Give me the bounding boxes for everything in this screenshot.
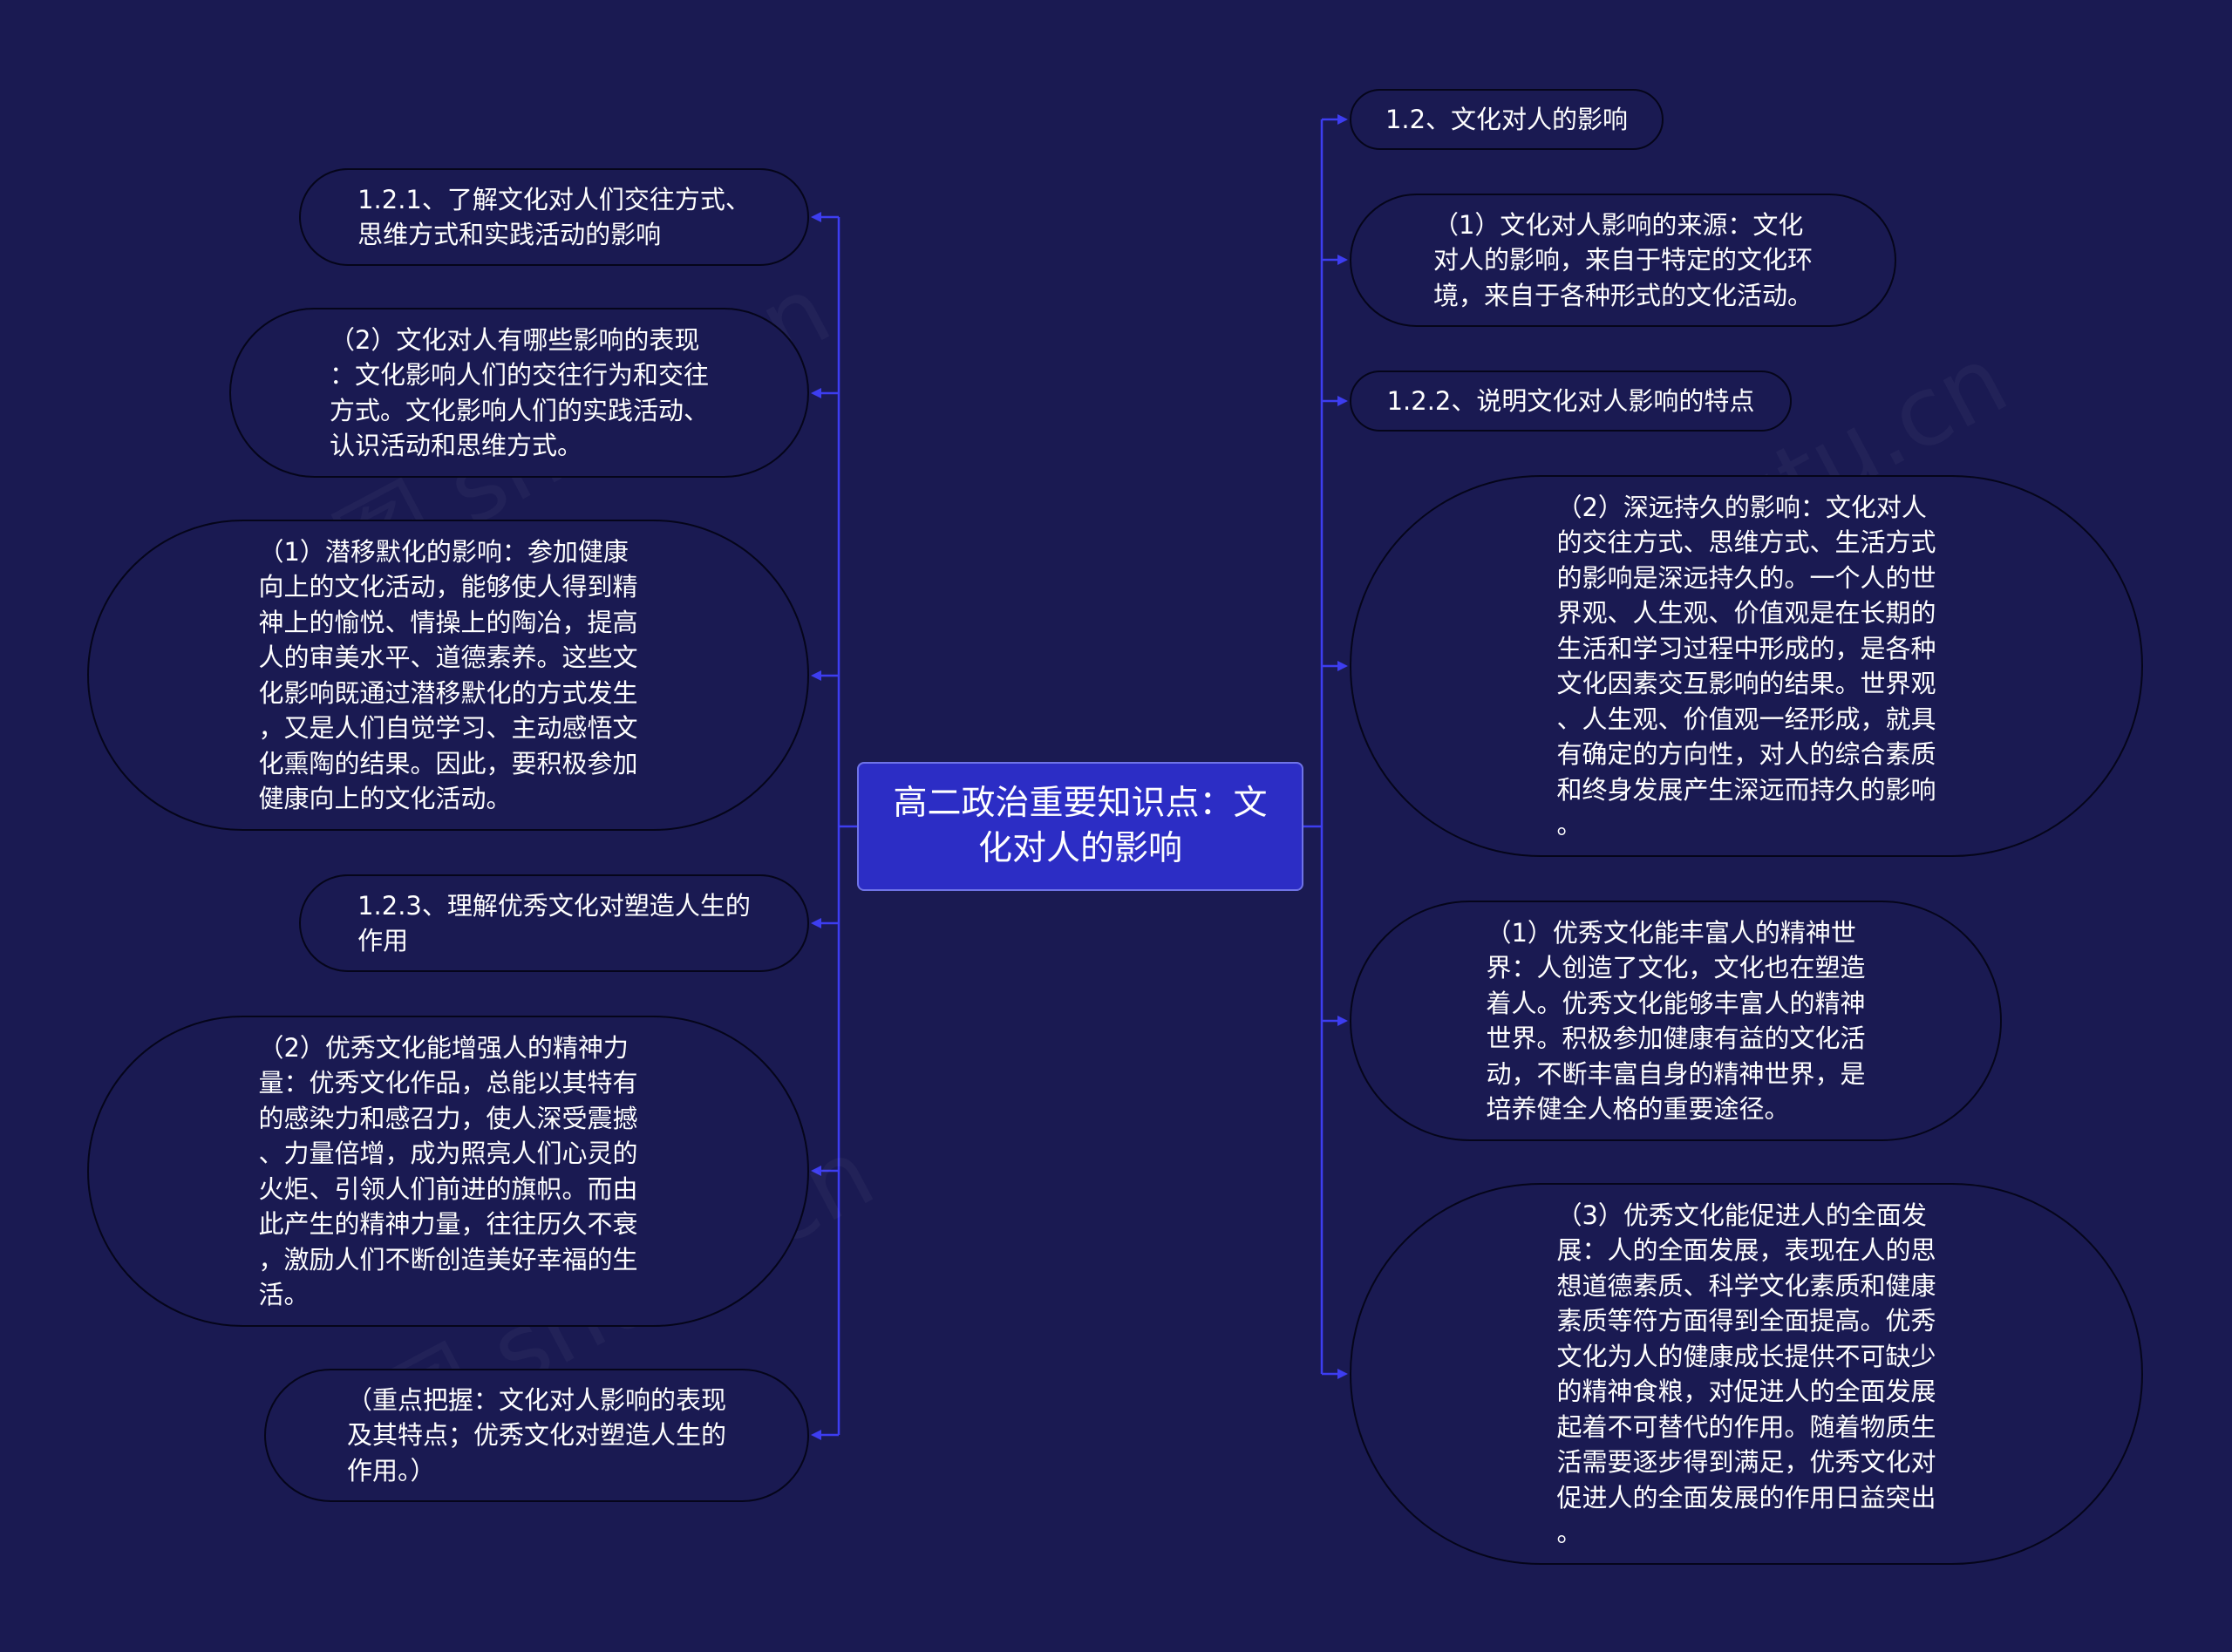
mind-node[interactable]: （1）文化对人影响的来源：文化 对人的影响，来自于特定的文化环 境，来自于各种形… (1350, 194, 1896, 327)
mind-node[interactable]: 1.2、文化对人的影响 (1350, 89, 1664, 150)
node-text: 1.2.2、说明文化对人影响的特点 (1386, 385, 1755, 416)
node-text: 1.2.1、了解文化对人们交往方式、 思维方式和实践活动的影响 (357, 184, 751, 250)
mind-node[interactable]: （2）优秀文化能增强人的精神力 量：优秀文化作品，总能以其特有 的感染力和感召力… (87, 1016, 809, 1327)
connector-arrow (811, 1166, 821, 1176)
node-text: （1）文化对人影响的来源：文化 对人的影响，来自于特定的文化环 境，来自于各种形… (1432, 209, 1813, 310)
connector-arrow (811, 670, 821, 681)
central-topic-label: 高二政治重要知识点：文 化对人的影响 (893, 784, 1268, 868)
connector-arrow (1337, 255, 1348, 265)
mind-node[interactable]: （3）优秀文化能促进人的全面发 展：人的全面发展，表现在人的思 想道德素质、科学… (1350, 1183, 2143, 1565)
mind-node[interactable]: 1.2.1、了解文化对人们交往方式、 思维方式和实践活动的影响 (299, 168, 809, 266)
node-text: （重点把握：文化对人影响的表现 及其特点；优秀文化对塑造人生的 作用。） (346, 1384, 726, 1485)
node-text: 1.2、文化对人的影响 (1385, 104, 1629, 134)
central-topic[interactable]: 高二政治重要知识点：文 化对人的影响 (857, 762, 1303, 891)
node-text: 1.2.3、理解优秀文化对塑造人生的 作用 (357, 890, 751, 956)
node-text: （3）优秀文化能促进人的全面发 展：人的全面发展，表现在人的思 想道德素质、科学… (1556, 1200, 1936, 1548)
mind-node[interactable]: （1）优秀文化能丰富人的精神世 界：人创造了文化，文化也在塑造 着人。优秀文化能… (1350, 901, 2002, 1141)
mind-node[interactable]: 1.2.3、理解优秀文化对塑造人生的 作用 (299, 874, 809, 972)
connector-arrow (811, 918, 821, 928)
node-text: （2）深远持久的影响：文化对人 的交往方式、思维方式、生活方式 的影响是深远持久… (1556, 492, 1936, 840)
mind-node[interactable]: （1）潜移默化的影响：参加健康 向上的文化活动，能够使人得到精 神上的愉悦、情操… (87, 520, 809, 831)
mind-node[interactable]: （重点把握：文化对人影响的表现 及其特点；优秀文化对塑造人生的 作用。） (264, 1369, 809, 1502)
mind-node[interactable]: （2）深远持久的影响：文化对人 的交往方式、思维方式、生活方式 的影响是深远持久… (1350, 475, 2143, 857)
connector-arrow (1337, 396, 1348, 406)
node-text: （1）潜移默化的影响：参加健康 向上的文化活动，能够使人得到精 神上的愉悦、情操… (258, 536, 638, 814)
connector-arrow (811, 1430, 821, 1440)
node-text: （1）优秀文化能丰富人的精神世 界：人创造了文化，文化也在塑造 着人。优秀文化能… (1486, 917, 1866, 1125)
connector-arrow (811, 388, 821, 398)
connector-arrow (1337, 661, 1348, 671)
connector-arrow (1337, 1016, 1348, 1026)
connector-arrow (1337, 114, 1348, 125)
connector-arrow (1337, 1369, 1348, 1379)
node-text: （2）优秀文化能增强人的精神力 量：优秀文化作品，总能以其特有 的感染力和感召力… (258, 1032, 638, 1310)
mind-node[interactable]: 1.2.2、说明文化对人影响的特点 (1350, 371, 1792, 432)
connector-arrow (811, 212, 821, 222)
mind-node[interactable]: （2）文化对人有哪些影响的表现 ：文化影响人们的交往行为和交往 方式。文化影响人… (229, 308, 809, 478)
node-text: （2）文化对人有哪些影响的表现 ：文化影响人们的交往行为和交往 方式。文化影响人… (329, 324, 709, 461)
